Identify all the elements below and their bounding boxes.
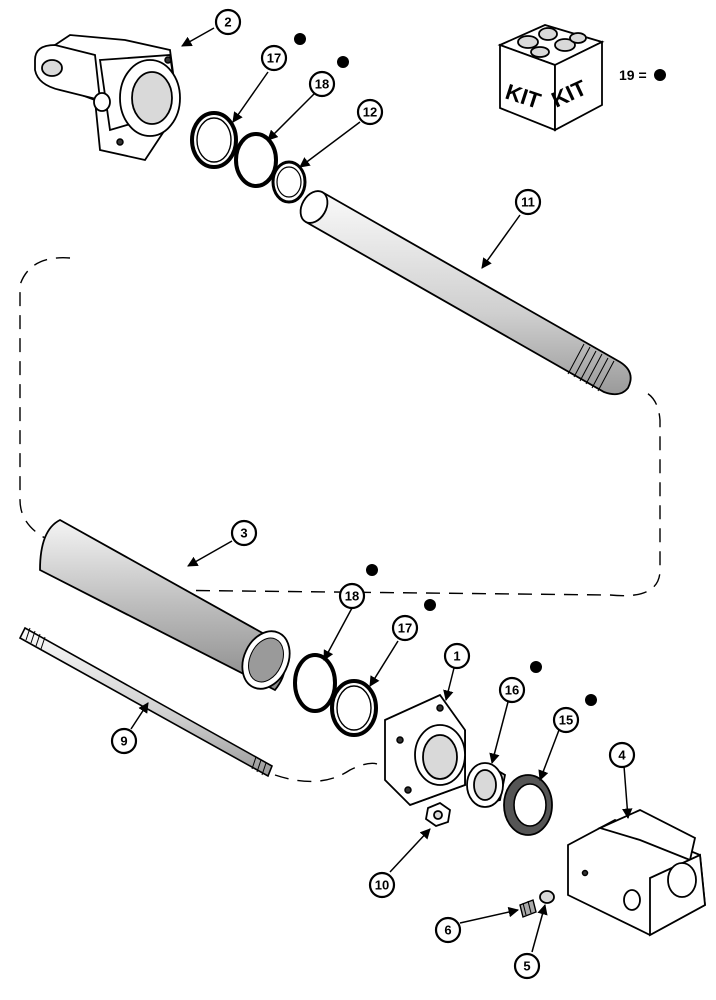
kit-legend-text: 19 = [619,67,647,83]
callout-12: 12 [356,98,384,126]
ring-17-bottom [330,679,378,737]
callout-2: 2 [214,8,242,36]
callout-18-top: 18 [308,70,336,98]
svg-text:10: 10 [375,878,389,893]
part-5-plug [539,890,555,904]
callout-16: 16 [498,676,526,704]
kit-box-contents [517,27,587,58]
svg-text:1: 1 [453,649,460,664]
rod-thread-lines [567,343,615,392]
callout-17-top: 17 [260,44,288,72]
svg-text:11: 11 [521,195,535,210]
svg-text:2: 2 [224,15,231,30]
callout-18-bottom: 18 [338,582,366,610]
svg-text:5: 5 [523,959,530,974]
part-15-seal [503,774,553,836]
assembly-outline [19,257,661,783]
callout-4: 4 [608,741,636,769]
part-9-tie-rod [18,626,274,778]
kit-dot-icon [424,599,436,611]
part-11-piston-rod [299,190,632,396]
kit-dot-icon [294,33,306,45]
ring-12-top [271,160,307,204]
svg-text:9: 9 [120,734,127,749]
svg-text:18: 18 [345,589,359,604]
kit-indicator-dots [294,33,597,706]
callout-11: 11 [514,188,542,216]
kit-dot-icon [337,56,349,68]
part-2-cylinder-head [34,34,181,162]
svg-text:15: 15 [559,713,573,728]
svg-text:16: 16 [505,683,519,698]
kit-dot-icon [530,661,542,673]
ring-18-top [234,132,278,188]
svg-text:17: 17 [398,621,412,636]
ring-17-top [190,111,238,169]
callout-9: 9 [110,727,138,755]
svg-text:4: 4 [618,748,626,763]
part-4-clevis [567,809,706,937]
svg-text:3: 3 [240,526,247,541]
callout-6: 6 [434,916,462,944]
svg-text:6: 6 [444,923,451,938]
part-16-bushing [466,762,507,808]
callout-3: 3 [230,519,258,547]
svg-text:18: 18 [315,77,329,92]
callout-17-bottom: 17 [391,614,419,642]
kit-box-icon: KIT KIT [497,24,605,132]
callout-15: 15 [552,706,580,734]
part-3-barrel [39,518,291,692]
part-10-nut [425,801,451,827]
svg-text:12: 12 [363,105,377,120]
part-6-set-screw [519,899,537,918]
part-1-end-cap [384,693,466,807]
kit-legend-dot-icon [654,69,666,81]
ring-18-bottom [293,653,337,713]
leader-lines [130,27,633,953]
kit-dot-icon [585,694,597,706]
callout-1: 1 [443,642,471,670]
kit-dot-icon [366,564,378,576]
callout-5: 5 [513,952,541,980]
svg-text:17: 17 [267,51,281,66]
callout-10: 10 [368,871,396,899]
